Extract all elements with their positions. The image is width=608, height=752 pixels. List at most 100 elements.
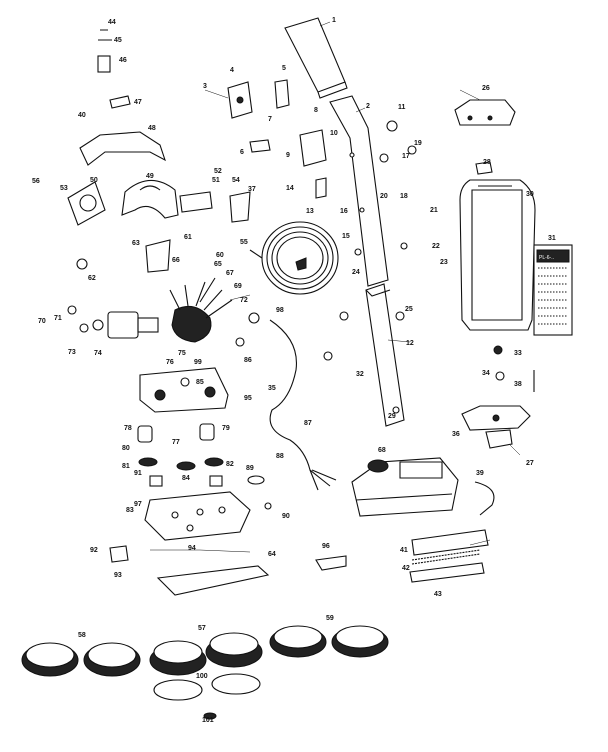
part-label-56: 56 [32,178,40,185]
part-label-24: 24 [352,269,360,276]
brush-pair-middle [149,632,263,676]
bag-clip [475,161,493,175]
part-label-83: 83 [126,507,134,514]
part-label-62: 62 [88,275,96,282]
part-label-53: 53 [60,185,68,192]
part-label-76: 76 [166,359,174,366]
part-label-75: 75 [178,350,186,357]
bag-top-cap [454,99,516,126]
part-label-5: 5 [282,65,286,72]
part-label-99: 99 [194,359,202,366]
part-label-9: 9 [286,152,290,159]
small-hardware [67,29,535,571]
part-label-63: 63 [132,240,140,247]
part-label-60: 60 [216,252,224,259]
part-label-49: 49 [146,173,154,180]
part-label-59: 59 [326,615,334,622]
part-label-21: 21 [430,207,438,214]
brush-strip [409,529,489,583]
part-label-93: 93 [114,572,122,579]
part-label-12: 12 [406,340,414,347]
part-label-54: 54 [232,177,240,184]
part-label-81: 81 [122,463,130,470]
agitator-housing [461,405,531,449]
motor [79,277,233,343]
part-label-57: 57 [198,625,206,632]
pivot-bracket [227,81,253,119]
part-label-43: 43 [434,591,442,598]
part-label-86: 86 [244,357,252,364]
part-label-66: 66 [172,257,180,264]
part-label-14: 14 [286,185,294,192]
motor-cord [269,319,337,491]
part-label-33: 33 [514,350,522,357]
part-label-30: 30 [526,191,534,198]
part-label-23: 23 [440,259,448,266]
part-label-38: 38 [514,381,522,388]
part-label-27: 27 [526,460,534,467]
part-label-50: 50 [90,177,98,184]
part-label-2: 2 [366,103,370,110]
part-label-35: 35 [268,385,276,392]
switch-housing [249,129,327,167]
part-label-98: 98 [276,307,284,314]
rear-hose [474,481,495,516]
brush-pair-left [21,642,141,677]
part-label-78: 78 [124,425,132,432]
part-label-19: 19 [414,140,422,147]
part-label-84: 84 [182,475,190,482]
part-label-13: 13 [306,208,314,215]
handle-lower-tube [365,283,405,427]
part-label-100: 100 [196,673,208,680]
bumper-gasket [156,565,270,596]
part-label-44: 44 [108,19,116,26]
part-label-48: 48 [148,125,156,132]
part-label-34: 34 [482,370,490,377]
part-label-4: 4 [230,67,234,74]
part-label-55: 55 [240,239,248,246]
handle-middle-tube [329,95,389,287]
part-label-79: 79 [222,425,230,432]
part-label-52: 52 [214,168,222,175]
part-label-91: 91 [134,470,142,477]
part-label-82: 82 [226,461,234,468]
part-label-69: 69 [234,283,242,290]
part-label-15: 15 [342,233,350,240]
polish-pads [153,673,261,720]
part-label-17: 17 [402,153,410,160]
part-label-20: 20 [380,193,388,200]
part-label-68: 68 [378,447,386,454]
part-label-10: 10 [330,130,338,137]
part-label-95: 95 [244,395,252,402]
fan-housing [121,179,179,219]
part-label-90: 90 [282,513,290,520]
part-label-51: 51 [212,177,220,184]
part-label-42: 42 [402,565,410,572]
part-label-65: 65 [214,261,222,268]
part-label-80: 80 [122,445,130,452]
part-label-71: 71 [54,315,62,322]
part-label-96: 96 [322,543,330,550]
part-label-31: 31 [548,235,556,242]
part-label-94: 94 [188,545,196,552]
label-sheet-text: PL-6-.. [539,255,554,261]
gear-housing [139,367,229,413]
part-label-41: 41 [400,547,408,554]
part-label-85: 85 [196,379,204,386]
part-label-47: 47 [134,99,142,106]
power-cord-coil [249,221,339,295]
part-label-6: 6 [240,149,244,156]
side-guard [67,181,106,226]
part-label-58: 58 [78,632,86,639]
pivot-cover [274,79,290,109]
part-label-22: 22 [432,243,440,250]
part-label-92: 92 [90,547,98,554]
part-label-74: 74 [94,350,102,357]
part-label-70: 70 [38,318,46,325]
part-label-25: 25 [405,306,413,313]
part-label-7: 7 [268,116,272,123]
part-label-101: 101 [202,717,214,724]
brush-pair-right [269,625,389,658]
part-label-61: 61 [184,234,192,241]
nozzle-base [351,457,459,517]
